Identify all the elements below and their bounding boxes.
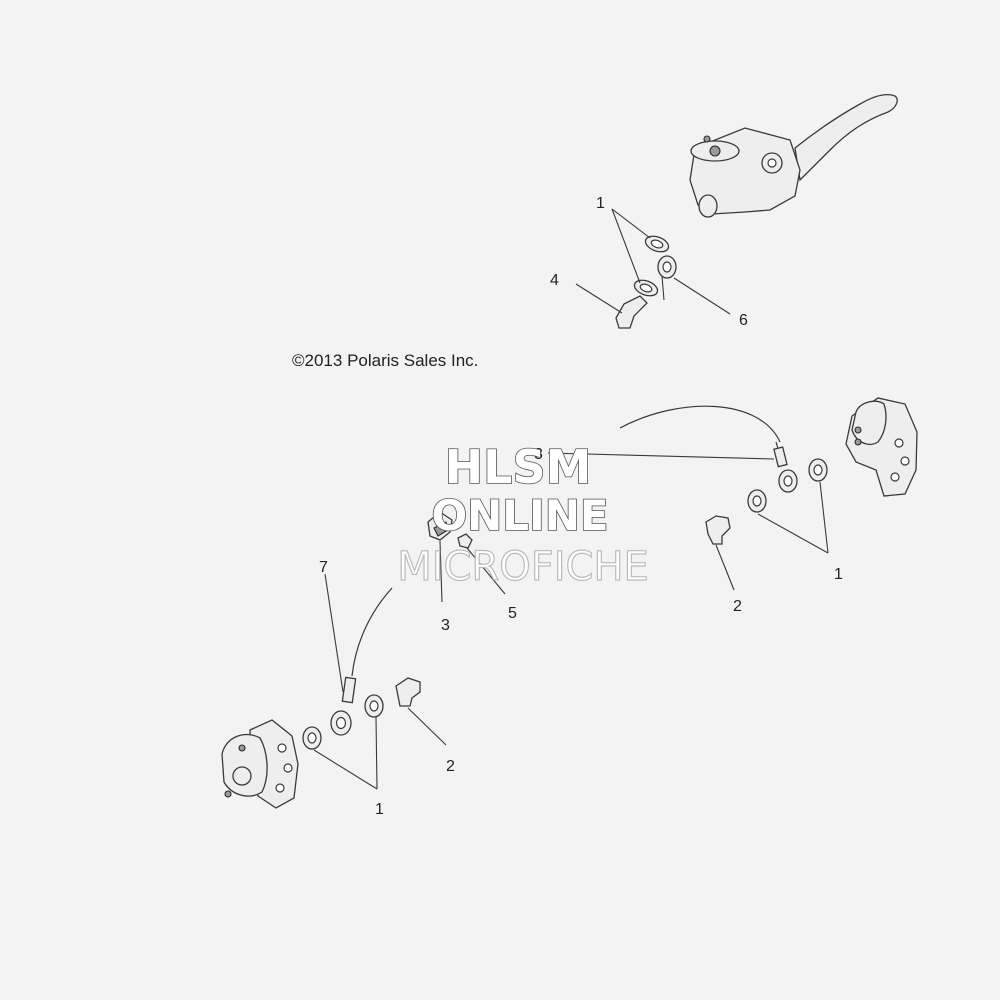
- callout-3-clip: 3: [441, 617, 450, 634]
- callout-1-master-washer: 1: [596, 195, 605, 212]
- watermark: HLSM ONLINE MICROFICHE: [397, 439, 650, 590]
- callout-1-right-washers: 1: [834, 566, 843, 583]
- callout-2-left-bolt: 2: [446, 758, 455, 775]
- right-hose-ferrule: [773, 446, 788, 468]
- right-brake-caliper: [845, 397, 918, 497]
- callout-4-banjo-bolt: 4: [550, 272, 559, 289]
- right-caliper-body: [851, 400, 887, 445]
- callout-5-clip-screw: 5: [508, 605, 517, 622]
- callout-2-right-bolt: 2: [733, 598, 742, 615]
- reservoir-cap-center: [709, 145, 721, 157]
- master-cylinder-outlet: [698, 194, 718, 218]
- callout-7-left-hose: 7: [319, 559, 328, 576]
- left-brake-caliper: [221, 719, 299, 809]
- callout-1-left-washers: 1: [375, 801, 384, 818]
- right-caliper-bolt: [705, 515, 731, 545]
- right-brake-hose: [619, 405, 781, 443]
- watermark-line-1: HLSM: [445, 440, 592, 494]
- callout-6-fitting: 6: [739, 312, 748, 329]
- banjo-bolt: [615, 295, 648, 329]
- left-caliper-body: [221, 733, 268, 797]
- watermark-line-3: MICROFICHE: [397, 544, 649, 590]
- lever-pivot-hole: [767, 158, 777, 168]
- left-caliper-bolt: [395, 677, 421, 707]
- left-brake-hose: [351, 587, 393, 677]
- bleeder-screw: [703, 135, 711, 143]
- watermark-line-2: ONLINE: [431, 491, 608, 540]
- master-cylinder-assembly: [689, 93, 898, 218]
- left-hose-ferrule: [341, 676, 357, 704]
- copyright-text: ©2013 Polaris Sales Inc.: [292, 351, 478, 370]
- master-cylinder-hardware: [615, 235, 677, 329]
- clip-screw: [457, 533, 473, 549]
- callout-8-right-hose: 8: [534, 446, 543, 463]
- brake-lever: [794, 93, 898, 182]
